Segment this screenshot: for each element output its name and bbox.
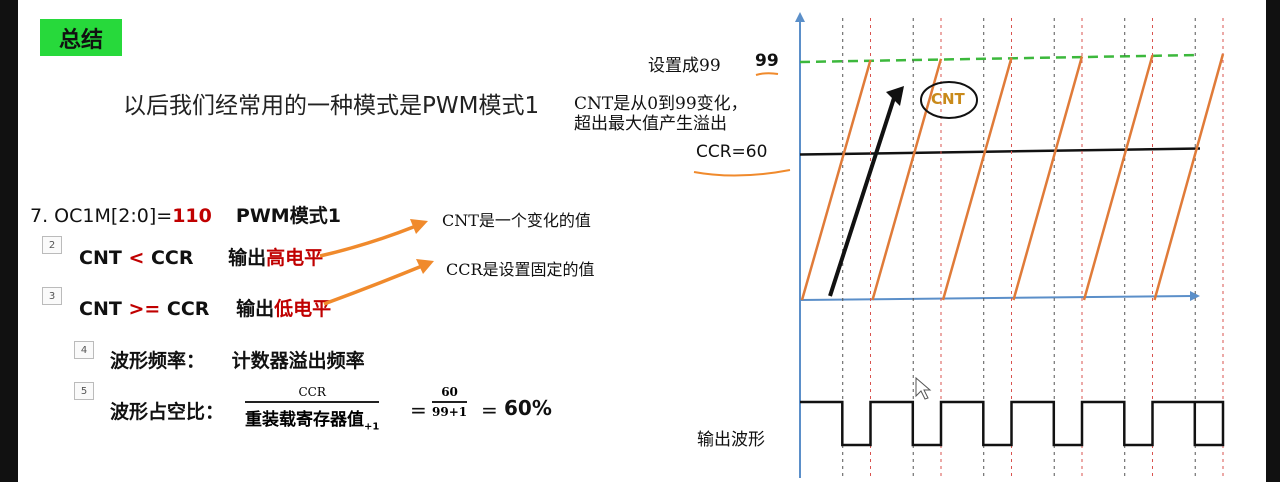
- slide: 总结 以后我们经常用的一种模式是PWM模式1 7. OC1M[2:0]=110 …: [18, 0, 1266, 482]
- waveform-frequency: 波形频率： 计数器溢出频率: [110, 346, 365, 373]
- rule-operator: >=: [128, 298, 161, 320]
- cnt-circled-label: CNT: [931, 90, 965, 108]
- mode-code: 110: [172, 205, 212, 227]
- rule-output-value: 低电平: [274, 298, 332, 320]
- equals-sign: =: [410, 398, 427, 422]
- rule-right: CCR: [150, 247, 194, 269]
- frequency-label: 波形频率：: [110, 350, 206, 372]
- formula-numerator: CCR: [298, 385, 326, 399]
- x-axis: [799, 295, 1194, 301]
- formula-denominator: 99+1: [432, 404, 468, 419]
- frequency-value: 计数器溢出频率: [231, 350, 365, 372]
- note-overflow: 超出最大值产生溢出: [574, 114, 727, 134]
- rule-high: CNT < CCR 输出高电平: [79, 243, 323, 270]
- formula-numerator: 60: [441, 385, 458, 399]
- pwm-timing-diagram: [319, 12, 1225, 478]
- annotation-arrowhead: [416, 259, 434, 274]
- rule-left: CNT: [79, 247, 122, 269]
- note-ccr-fixed: CCR是设置固定的值: [446, 260, 595, 279]
- formula-denominator: 重装载寄存器值+1: [245, 403, 379, 432]
- rule-right: CCR: [166, 298, 210, 320]
- cnt-ramp: [800, 59, 872, 301]
- cnt-direction-arrow: [828, 97, 896, 297]
- item-number: 5: [74, 382, 94, 400]
- cnt-ramp: [1082, 54, 1154, 301]
- rule-output-prefix: 输出: [228, 247, 267, 269]
- cnt-circle: [920, 81, 978, 119]
- note-set-to: 设置成99: [648, 56, 721, 76]
- rule-low: CNT >= CCR 输出低电平: [79, 294, 331, 321]
- max-value-underline: [755, 72, 779, 76]
- note-cnt-changing: CNT是一个变化的值: [442, 211, 591, 230]
- note-cnt-range: CNT是从0到99变化，: [574, 94, 748, 114]
- item-number: 3: [42, 287, 62, 305]
- headline: 以后我们经常用的一种模式是PWM模式1: [123, 93, 540, 119]
- rule-left: CNT: [79, 298, 122, 320]
- ccr-label: CCR=60: [696, 142, 768, 162]
- formula-result: 60%: [504, 396, 552, 420]
- cnt-ramp: [1153, 53, 1225, 301]
- annotation-arrow: [319, 224, 417, 258]
- fraction-bar: [432, 401, 468, 403]
- formula-fraction-2: 60 99+1: [432, 385, 468, 419]
- ccr-line: [799, 147, 1201, 156]
- cnt-direction-arrowhead: [886, 86, 904, 106]
- output-waveform-label: 输出波形: [697, 430, 765, 450]
- mode-label: PWM模式1: [235, 205, 341, 227]
- cnt-ramp: [871, 58, 943, 301]
- mode-prefix: 7. OC1M[2:0]=: [30, 205, 173, 227]
- rule-output-value: 高电平: [266, 247, 324, 269]
- y-axis-arrow: [795, 12, 805, 22]
- summary-tag: 总结: [40, 19, 122, 56]
- denominator-text: 重装载寄存器值: [245, 409, 364, 430]
- duty-label: 波形占空比：: [110, 401, 225, 423]
- rule-operator: <: [128, 247, 145, 269]
- formula-fraction-1: CCR 重装载寄存器值+1: [245, 385, 380, 432]
- max-value-label: 99: [755, 51, 779, 71]
- fraction-bar: [245, 401, 380, 403]
- pwm-output-waveform: [800, 400, 1225, 447]
- item-number: 2: [42, 236, 62, 254]
- equals-sign: =: [481, 398, 498, 422]
- max-value-line: [799, 53, 1201, 64]
- mode-line: 7. OC1M[2:0]=110 PWM模式1: [30, 201, 341, 228]
- annotation-arrow: [323, 264, 423, 306]
- x-axis-arrow: [1190, 291, 1200, 301]
- item-number: 4: [74, 341, 94, 359]
- annotation-arrowhead: [410, 219, 428, 234]
- rule-output-prefix: 输出: [236, 298, 275, 320]
- mouse-cursor-icon: [915, 376, 932, 400]
- cnt-ramp: [1012, 56, 1084, 301]
- denominator-sub: +1: [364, 420, 380, 432]
- ccr-underline: [693, 169, 791, 177]
- cnt-ramp: [941, 57, 1013, 301]
